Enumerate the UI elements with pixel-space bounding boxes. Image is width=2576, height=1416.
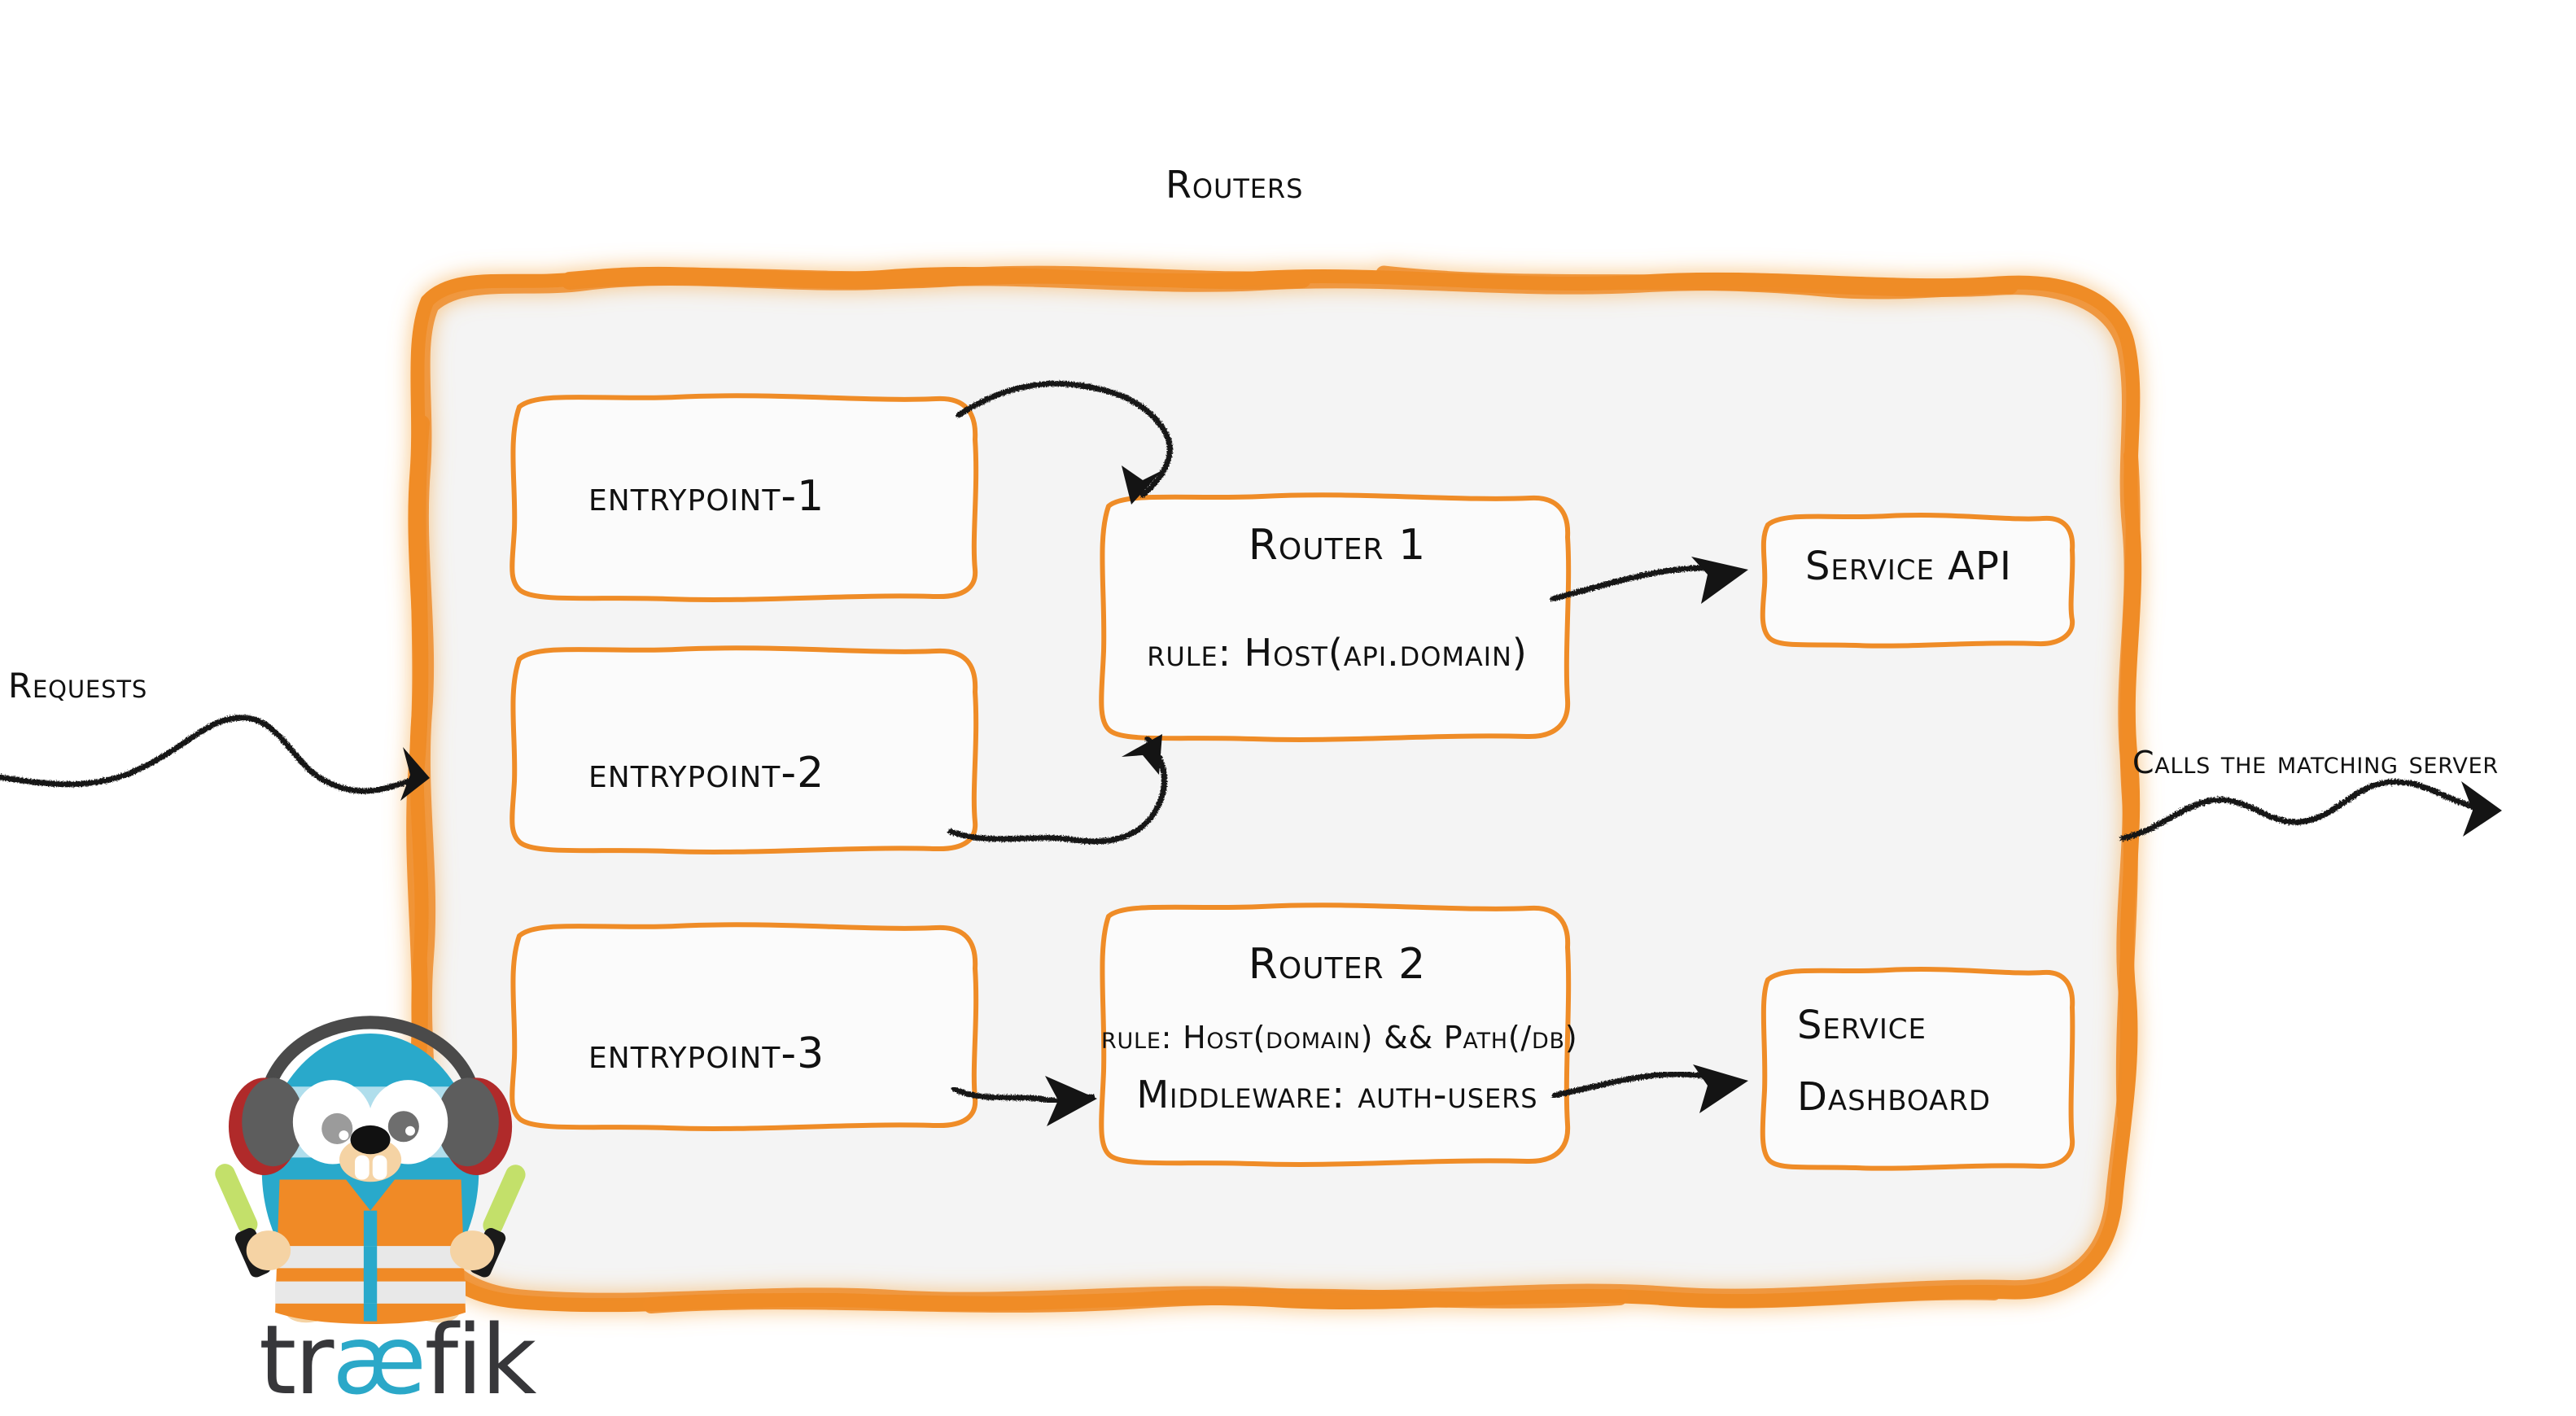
router-2-box[interactable]: [1099, 902, 1572, 1167]
arrow-entrypoint2-to-router1: [947, 736, 1168, 845]
router-2-middleware: Middleware: auth-users: [1136, 1073, 1538, 1117]
arrow-entrypoint1-to-router1: [956, 380, 1173, 498]
arrow-entrypoint2-to-router1-head: [1122, 734, 1162, 775]
routers-panel-border-accent-bottom2: [1654, 1287, 2001, 1309]
entrypoint-3-box[interactable]: [510, 922, 979, 1131]
routers-panel-border-accent-bottom: [643, 1288, 1628, 1313]
service-api-label: Service API: [1805, 544, 2012, 589]
router-2-rule: rule: Host(domain) && Path(/db): [1101, 1020, 1578, 1055]
router-1-rule: rule: Host(api.domain): [1147, 631, 1528, 675]
entrypoint-2-label: entrypoint-2: [588, 749, 825, 798]
arrow-requests-in: [0, 715, 426, 794]
arrow-requests-in-head: [400, 747, 430, 801]
calls-matching-server-annotation: Calls the matching server: [2132, 745, 2499, 780]
page-title: Routers: [1166, 163, 1304, 207]
routers-panel-border-accent-right: [2115, 448, 2141, 1122]
routers-panel-border-accent-top2: [1375, 265, 2018, 299]
wordmark-ligature: æ: [332, 1304, 426, 1416]
entrypoint-3-label: entrypoint-3: [588, 1029, 825, 1078]
requests-annotation: Requests: [8, 666, 148, 706]
wordmark-suffix: fik: [424, 1304, 537, 1416]
gopher-tooth-left: [355, 1155, 370, 1180]
entrypoint-1-box[interactable]: [510, 393, 979, 602]
gopher-earcup-left: [228, 1077, 304, 1176]
gopher-earcup-right: [436, 1077, 513, 1176]
router-2-title: Router 2: [1248, 940, 1427, 989]
gopher-nose: [350, 1125, 391, 1155]
arrow-router2-to-service-dashboard-head: [1693, 1064, 1748, 1113]
arrow-calls-out: [2119, 779, 2491, 841]
arrow-router1-to-service-api-head: [1691, 557, 1748, 604]
arrow-entrypoint3-to-router2-head: [1045, 1076, 1097, 1126]
service-dashboard-box[interactable]: [1760, 967, 2075, 1171]
arrow-calls-out-head: [2461, 781, 2502, 837]
service-dashboard-label-line1: Service: [1797, 1003, 1927, 1048]
router-1-title: Router 1: [1248, 521, 1427, 570]
gopher-headphone-band: [260, 1016, 482, 1103]
entrypoint-1-label: entrypoint-1: [588, 472, 825, 521]
gopher-hand-left: [246, 1230, 291, 1271]
service-api-box[interactable]: [1760, 513, 2075, 649]
gopher-tooth-right: [372, 1155, 387, 1180]
router-1-box[interactable]: [1099, 492, 1572, 742]
gopher-hand-right: [449, 1230, 495, 1271]
wordmark-prefix: tr: [259, 1304, 334, 1416]
gopher-vest-gap-stripes: [363, 1246, 378, 1304]
routers-panel-border-accent-top: [561, 265, 1311, 290]
traefik-wordmark: træfik: [259, 1312, 537, 1408]
entrypoint-2-box[interactable]: [510, 645, 979, 854]
arrow-entrypoint1-to-router1-head: [1122, 465, 1162, 505]
service-dashboard-label-line2: Dashboard: [1797, 1074, 1991, 1120]
